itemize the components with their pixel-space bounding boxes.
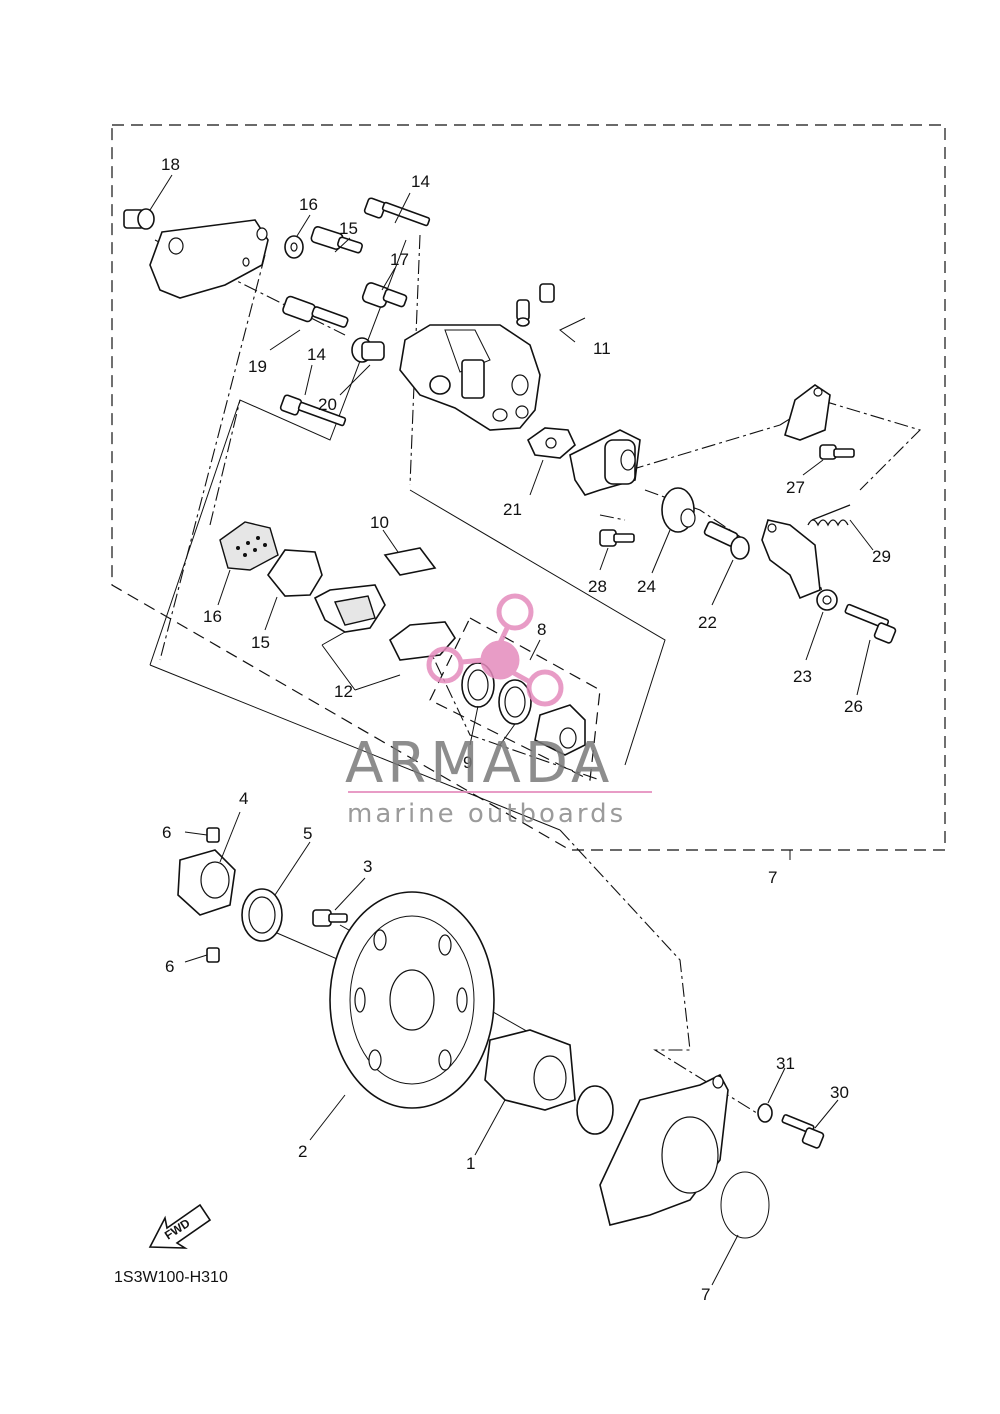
part-11-shim [383, 547, 437, 576]
callout-19: 17 [390, 250, 409, 269]
callout-3: 3 [363, 857, 372, 876]
part-3-bolt [312, 909, 348, 927]
callout-15: 15 [251, 633, 270, 652]
callout-2: 2 [298, 1142, 307, 1161]
callout-5: 5 [303, 824, 312, 843]
watermark-brand: ARMADA [345, 731, 613, 796]
callout-24: 22 [698, 613, 717, 632]
caliper-lever [569, 429, 641, 496]
piston-group-box [429, 617, 601, 781]
callout-27: 26 [844, 697, 863, 716]
callout-14-lower: 14 [307, 345, 326, 364]
callout-20: 19 [248, 357, 267, 376]
part-5-ring [241, 888, 283, 942]
part-26-nut [816, 589, 838, 611]
lever-bracket [784, 384, 831, 441]
watermark-tagline: marine outboards [347, 799, 626, 829]
part-18-washer [284, 235, 304, 259]
callout-4: 4 [239, 789, 248, 808]
part-22-collar [123, 208, 155, 230]
part-30-bolt [781, 1114, 825, 1149]
part-2-brake-disc [329, 891, 495, 1109]
callout-leaders [149, 174, 874, 1286]
part-16-shim [219, 521, 279, 571]
part-31-washer [757, 1103, 773, 1123]
callout-6-lower: 6 [165, 957, 174, 976]
part-12-bleeder [516, 283, 555, 327]
callout-17: 15 [339, 219, 358, 238]
callout-11: 10 [370, 513, 389, 532]
part-21-boot [351, 337, 385, 363]
part-7-circlip [720, 1171, 770, 1239]
callout-21: 20 [318, 395, 337, 414]
callout-29: 29 [872, 547, 891, 566]
callout-13: 12 [334, 682, 353, 701]
callout-22: 18 [161, 155, 180, 174]
lever-arm [761, 519, 821, 600]
part-29-spring [807, 504, 851, 527]
callout-25: 24 [637, 577, 656, 596]
assembly-boundary [111, 124, 946, 851]
callout-7: 7 [701, 1285, 710, 1304]
callout-8: 7 [768, 868, 777, 887]
part-17-pin [310, 225, 363, 254]
callout-1: 1 [466, 1154, 475, 1173]
part-13-brake-pads [313, 584, 456, 661]
o-ring [576, 1085, 614, 1135]
part-1-hub [484, 1029, 576, 1111]
part-14-bolt-lower [279, 394, 347, 427]
part-15-plate [267, 549, 323, 597]
callout-28-upper: 27 [786, 478, 805, 497]
part-23-gasket [526, 427, 576, 459]
part-28-bolt-upper [819, 444, 855, 460]
callout-26: 23 [793, 667, 812, 686]
caliper-body [399, 324, 541, 431]
callout-9: 8 [537, 620, 546, 639]
watermark-logo [426, 593, 564, 707]
part-4-nut [177, 849, 236, 916]
callout-14-upper: 14 [411, 172, 430, 191]
part-24-screw [703, 521, 750, 560]
watermark: ARMADA marine outboards [345, 593, 652, 829]
caliper-mount-bracket [599, 1073, 729, 1226]
part-14-bolt-upper [363, 197, 431, 227]
callout-23: 21 [503, 500, 522, 519]
callout-12: 11 [593, 339, 611, 358]
piston [534, 704, 586, 756]
callout-28-lower: 28 [588, 577, 607, 596]
caliper-bracket-plate [149, 219, 269, 299]
callout-30: 30 [830, 1083, 849, 1102]
callout-10: 9 [463, 753, 472, 772]
part-10-seals [461, 662, 532, 725]
callout-6-upper: 6 [162, 823, 171, 842]
callout-31: 31 [776, 1054, 795, 1073]
part-27-bolt [844, 603, 897, 644]
callout-16: 16 [203, 607, 222, 626]
callout-labels: 18 16 15 14 17 11 19 14 20 21 28 24 22 2… [161, 155, 891, 1304]
callout-18: 16 [299, 195, 318, 214]
fwd-arrow: FWD [148, 1203, 212, 1249]
part-25-roller [661, 487, 696, 533]
diagram-code: 1S3W100-H310 [114, 1269, 228, 1286]
part-28-bolt-lower [599, 529, 635, 547]
part-20-pin [282, 295, 349, 328]
